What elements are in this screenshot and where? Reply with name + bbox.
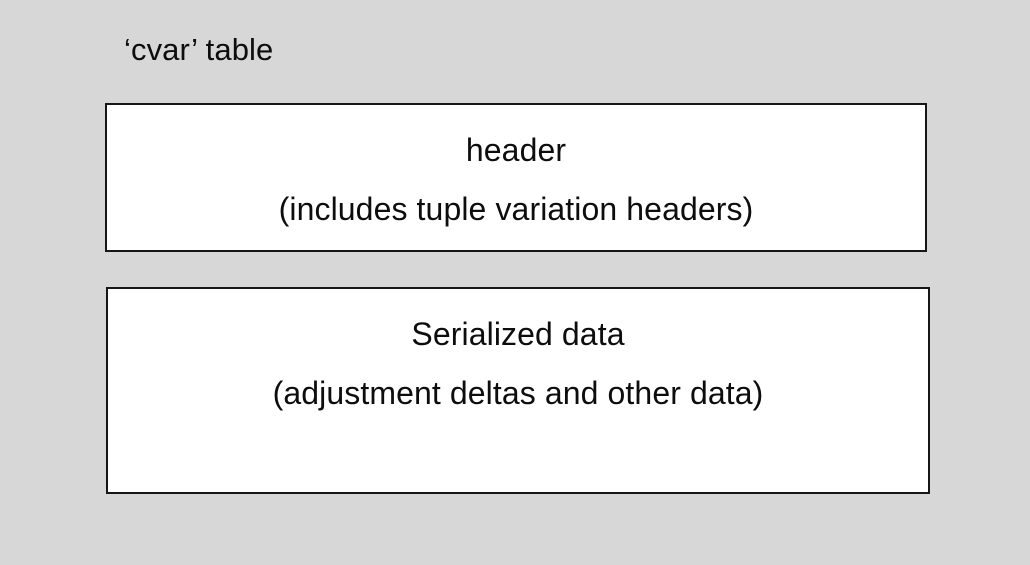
header-block-line-2: (includes tuple variation headers): [278, 191, 754, 227]
header-block: header (includes tuple variation headers…: [105, 103, 927, 252]
page-title: ‘cvar’ table: [124, 32, 274, 67]
header-block-line-1: header: [465, 132, 567, 168]
serialized-data-block-line-1: Serialized data: [411, 316, 625, 352]
serialized-data-block-line-2: (adjustment deltas and other data): [272, 375, 764, 411]
serialized-data-block: Serialized data (adjustment deltas and o…: [106, 287, 930, 494]
